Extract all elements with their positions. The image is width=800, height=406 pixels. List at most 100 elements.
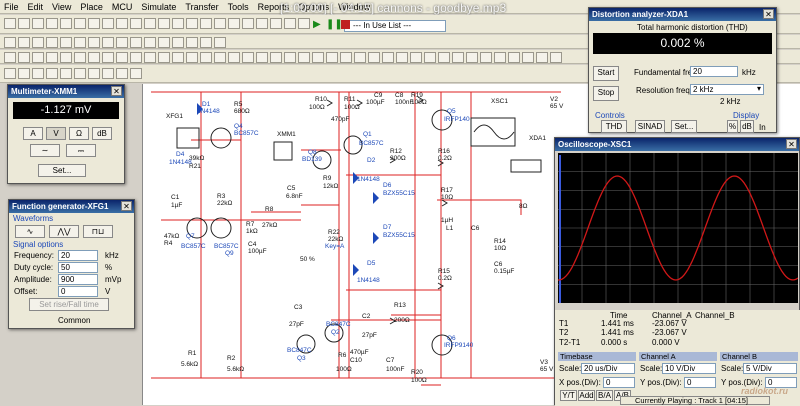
multimeter-window[interactable]: Multimeter-XMM1 ✕ -1.127 mV A V Ω dB ∼ ⎓… <box>7 84 125 184</box>
chevron-down-icon[interactable]: ▾ <box>757 84 762 93</box>
distortion-analyzer-window[interactable]: Distortion analyzer-XDA1 ✕ Total harmoni… <box>588 7 777 133</box>
row2-tool-3-icon[interactable] <box>46 37 58 48</box>
menu-item-transfer[interactable]: Transfer <box>185 1 219 12</box>
row2-tool-13-icon[interactable] <box>186 37 198 48</box>
row1-tool-18-icon[interactable] <box>256 18 268 29</box>
function-generator-window[interactable]: Function generator-XFG1 ✕ Waveforms ∿ ⋀⋁… <box>8 199 135 329</box>
menu-item-simulate[interactable]: Simulate <box>141 1 177 12</box>
ac-mode-button[interactable]: ∼ <box>30 144 60 157</box>
close-icon[interactable]: ✕ <box>786 139 797 149</box>
in-use-list-dropdown[interactable]: --- In Use List --- <box>344 20 446 32</box>
row3-tool-23-icon[interactable] <box>326 52 338 63</box>
row3-tool-2-icon[interactable] <box>32 52 44 63</box>
row1-tool-13-icon[interactable] <box>186 18 198 29</box>
row3-tool-12-icon[interactable] <box>172 52 184 63</box>
pause-simulation-button[interactable]: ❚❚ <box>326 19 343 30</box>
x-position-field[interactable]: 0 <box>603 377 635 388</box>
row3-tool-13-icon[interactable] <box>186 52 198 63</box>
row3-tool-1-icon[interactable] <box>18 52 30 63</box>
row3-tool-22-icon[interactable] <box>312 52 324 63</box>
row1-tool-3-icon[interactable] <box>46 18 58 29</box>
distortion-set-button[interactable]: Set... <box>671 120 697 133</box>
frequency-field[interactable]: 20 <box>58 250 98 261</box>
row2-tool-4-icon[interactable] <box>60 37 72 48</box>
multimeter-set-button[interactable]: Set... <box>38 164 86 177</box>
row4-tool-1-icon[interactable] <box>18 68 30 79</box>
row3-tool-33-icon[interactable] <box>466 52 478 63</box>
row4-tool-0-icon[interactable] <box>4 68 16 79</box>
row3-tool-6-icon[interactable] <box>88 52 100 63</box>
close-icon[interactable]: ✕ <box>111 86 122 96</box>
row4-tool-8-icon[interactable] <box>116 68 128 79</box>
row4-tool-3-icon[interactable] <box>46 68 58 79</box>
row3-tool-35-icon[interactable] <box>494 52 506 63</box>
duty-cycle-field[interactable]: 50 <box>58 262 98 273</box>
row1-tool-14-icon[interactable] <box>200 18 212 29</box>
thd-button[interactable]: THD <box>601 120 627 133</box>
row4-tool-5-icon[interactable] <box>74 68 86 79</box>
row1-tool-12-icon[interactable] <box>172 18 184 29</box>
timebase-scale-field[interactable]: 20 us/Div <box>581 363 635 374</box>
ohmmeter-button[interactable]: Ω <box>69 127 89 140</box>
row1-tool-17-icon[interactable] <box>242 18 254 29</box>
row4-tool-9-icon[interactable] <box>130 68 142 79</box>
ammeter-button[interactable]: A <box>23 127 43 140</box>
row1-tool-19-icon[interactable] <box>270 18 282 29</box>
triangle-wave-button[interactable]: ⋀⋁ <box>49 225 79 238</box>
row4-tool-2-icon[interactable] <box>32 68 44 79</box>
row3-tool-15-icon[interactable] <box>214 52 226 63</box>
row1-tool-20-icon[interactable] <box>284 18 296 29</box>
mode-add-button[interactable]: Add <box>578 390 595 401</box>
row1-tool-0-icon[interactable] <box>4 18 16 29</box>
row3-tool-0-icon[interactable] <box>4 52 16 63</box>
row3-tool-3-icon[interactable] <box>46 52 58 63</box>
db-button[interactable]: dB <box>740 120 754 133</box>
row3-tool-28-icon[interactable] <box>396 52 408 63</box>
row3-tool-9-icon[interactable] <box>130 52 142 63</box>
stop-simulation-button[interactable] <box>341 20 350 29</box>
menu-item-options[interactable]: Options <box>298 1 330 12</box>
offset-field[interactable]: 0 <box>58 286 98 297</box>
amplitude-field[interactable]: 900 <box>58 274 98 285</box>
row3-tool-31-icon[interactable] <box>438 52 450 63</box>
row3-tool-21-icon[interactable] <box>298 52 310 63</box>
close-icon[interactable]: ✕ <box>763 9 774 19</box>
row2-tool-5-icon[interactable] <box>74 37 86 48</box>
row4-tool-4-icon[interactable] <box>60 68 72 79</box>
row3-tool-26-icon[interactable] <box>368 52 380 63</box>
row1-tool-10-icon[interactable] <box>144 18 156 29</box>
row1-tool-4-icon[interactable] <box>60 18 72 29</box>
y-position-field-b[interactable]: 0 <box>765 377 797 388</box>
row4-tool-7-icon[interactable] <box>102 68 114 79</box>
sine-wave-button[interactable]: ∿ <box>15 225 45 238</box>
run-simulation-button[interactable]: ▶ <box>313 19 321 30</box>
row3-tool-29-icon[interactable] <box>410 52 422 63</box>
voltmeter-button[interactable]: V <box>46 127 66 140</box>
row3-tool-10-icon[interactable] <box>144 52 156 63</box>
row1-tool-21-icon[interactable] <box>298 18 310 29</box>
fundamental-freq-field[interactable]: 20 <box>690 66 738 77</box>
row3-tool-20-icon[interactable] <box>284 52 296 63</box>
menu-item-view[interactable]: View <box>52 1 72 12</box>
row1-tool-15-icon[interactable] <box>214 18 226 29</box>
row3-tool-39-icon[interactable] <box>550 52 562 63</box>
menu-item-file[interactable]: File <box>4 1 19 12</box>
row3-tool-19-icon[interactable] <box>270 52 282 63</box>
channel-b-scale-field[interactable]: 5 V/Div <box>743 363 797 374</box>
row2-tool-2-icon[interactable] <box>32 37 44 48</box>
row1-tool-1-icon[interactable] <box>18 18 30 29</box>
decibel-button[interactable]: dB <box>92 127 112 140</box>
y-position-field[interactable]: 0 <box>684 377 716 388</box>
channel-a-scale-field[interactable]: 10 V/Div <box>662 363 716 374</box>
stop-button[interactable]: Stop <box>593 86 619 101</box>
resolution-freq-select[interactable]: 2 kHz <box>690 84 764 95</box>
row2-tool-6-icon[interactable] <box>88 37 100 48</box>
row3-tool-30-icon[interactable] <box>424 52 436 63</box>
row1-tool-6-icon[interactable] <box>88 18 100 29</box>
row2-tool-1-icon[interactable] <box>18 37 30 48</box>
row1-tool-11-icon[interactable] <box>158 18 170 29</box>
row2-tool-12-icon[interactable] <box>172 37 184 48</box>
row1-tool-5-icon[interactable] <box>74 18 86 29</box>
row2-tool-8-icon[interactable] <box>116 37 128 48</box>
row4-tool-6-icon[interactable] <box>88 68 100 79</box>
